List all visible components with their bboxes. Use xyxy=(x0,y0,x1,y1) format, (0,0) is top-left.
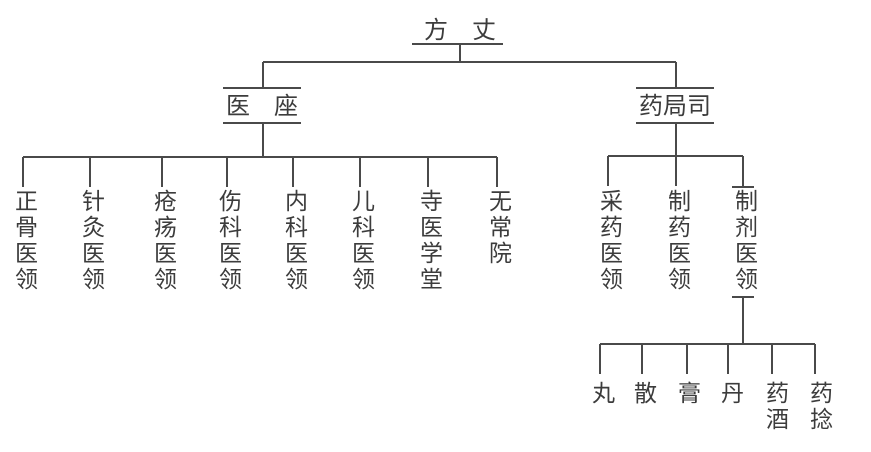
leaf-node: 无常院 xyxy=(484,189,511,267)
leaf-node: 丸 xyxy=(587,381,614,407)
leaf-node: 伤科医领 xyxy=(214,189,241,293)
leaf-node: 采药医领 xyxy=(595,189,622,293)
leaf-node: 内科医领 xyxy=(280,189,307,293)
leaf-node: 丹 xyxy=(716,381,743,407)
leaf-node: 药捻 xyxy=(805,381,832,433)
leaf-node: 儿科医领 xyxy=(347,189,374,293)
leaf-node: 正骨医领 xyxy=(10,189,37,293)
leaf-node: 疮疡医领 xyxy=(149,189,176,293)
leaf-node: 寺医学堂 xyxy=(415,189,442,293)
leaf-node: 针灸医领 xyxy=(77,189,104,293)
leaf-node: 膏 xyxy=(673,381,700,407)
leaf-node: 制药医领 xyxy=(663,189,690,293)
leaf-node: 散 xyxy=(629,381,656,407)
root-node-abbot: 方 丈 xyxy=(424,16,496,44)
branch-node-medical-seat: 医 座 xyxy=(226,92,298,120)
leaf-node: 药酒 xyxy=(761,381,788,433)
branch-node-pharmacy-bureau: 药局司 xyxy=(639,92,711,120)
leaf-node-preparation: 制剂医领 xyxy=(730,189,757,293)
